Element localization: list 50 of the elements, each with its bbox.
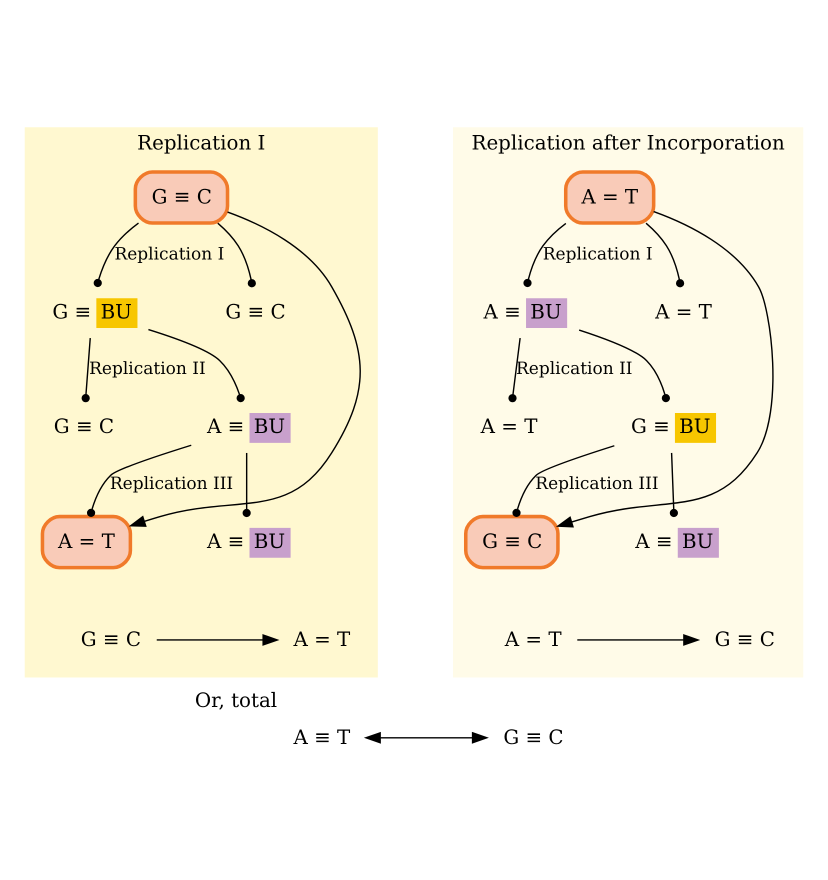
arrow xyxy=(156,634,280,646)
edge-label: Replication I xyxy=(114,244,224,264)
arrow xyxy=(364,732,489,744)
connector xyxy=(646,222,684,288)
connector xyxy=(508,338,521,402)
node-box: BU xyxy=(96,298,138,328)
arrow xyxy=(556,210,774,528)
node-box: BU xyxy=(526,298,568,328)
edge-label: Replication III xyxy=(110,474,234,494)
node-text: G ≡ C xyxy=(225,300,286,324)
connector xyxy=(242,452,251,518)
node-text: G ≡ C xyxy=(503,726,564,749)
connector xyxy=(512,445,615,517)
edge-label: Replication II xyxy=(89,359,206,380)
node-box: G ≡ C xyxy=(464,514,560,570)
node-box: BU xyxy=(674,413,716,443)
node-label: A ≡ xyxy=(483,300,521,324)
node-box: BU xyxy=(678,528,719,558)
connector xyxy=(86,444,192,517)
connector xyxy=(670,452,678,518)
node-text: A = T xyxy=(480,415,538,438)
connector xyxy=(82,338,91,402)
arrow xyxy=(577,634,700,646)
node-text: A ≡ T xyxy=(293,726,350,749)
node-text: G ≡ C xyxy=(714,628,775,651)
node-label: Or, total xyxy=(194,688,278,712)
edge-label: Replication III xyxy=(535,474,659,494)
connector xyxy=(217,222,256,288)
edge-label: Replication I xyxy=(542,244,653,264)
node-label: G ≡ xyxy=(52,300,92,324)
node-label: A ≡ xyxy=(635,530,672,554)
node-label: A ≡ xyxy=(206,415,244,438)
node-label: A ≡ xyxy=(206,530,244,554)
connector xyxy=(578,329,670,402)
node-box: BU xyxy=(250,528,291,558)
node-label: G ≡ xyxy=(630,415,670,438)
node-text: G ≡ C xyxy=(54,415,114,438)
node-box: BU xyxy=(250,413,291,443)
node-text: G ≡ C xyxy=(80,628,142,651)
node-text: A = T xyxy=(293,628,350,651)
arrow xyxy=(128,211,361,527)
node-box: G ≡ C xyxy=(134,170,230,225)
connector xyxy=(94,222,139,288)
connector xyxy=(523,222,566,288)
edge-label: Replication II xyxy=(516,359,633,380)
connector xyxy=(148,328,245,402)
node-text: A = T xyxy=(504,628,562,651)
node-box: A = T xyxy=(40,514,132,570)
node-box: A = T xyxy=(564,170,656,225)
node-text: A = T xyxy=(655,300,712,324)
